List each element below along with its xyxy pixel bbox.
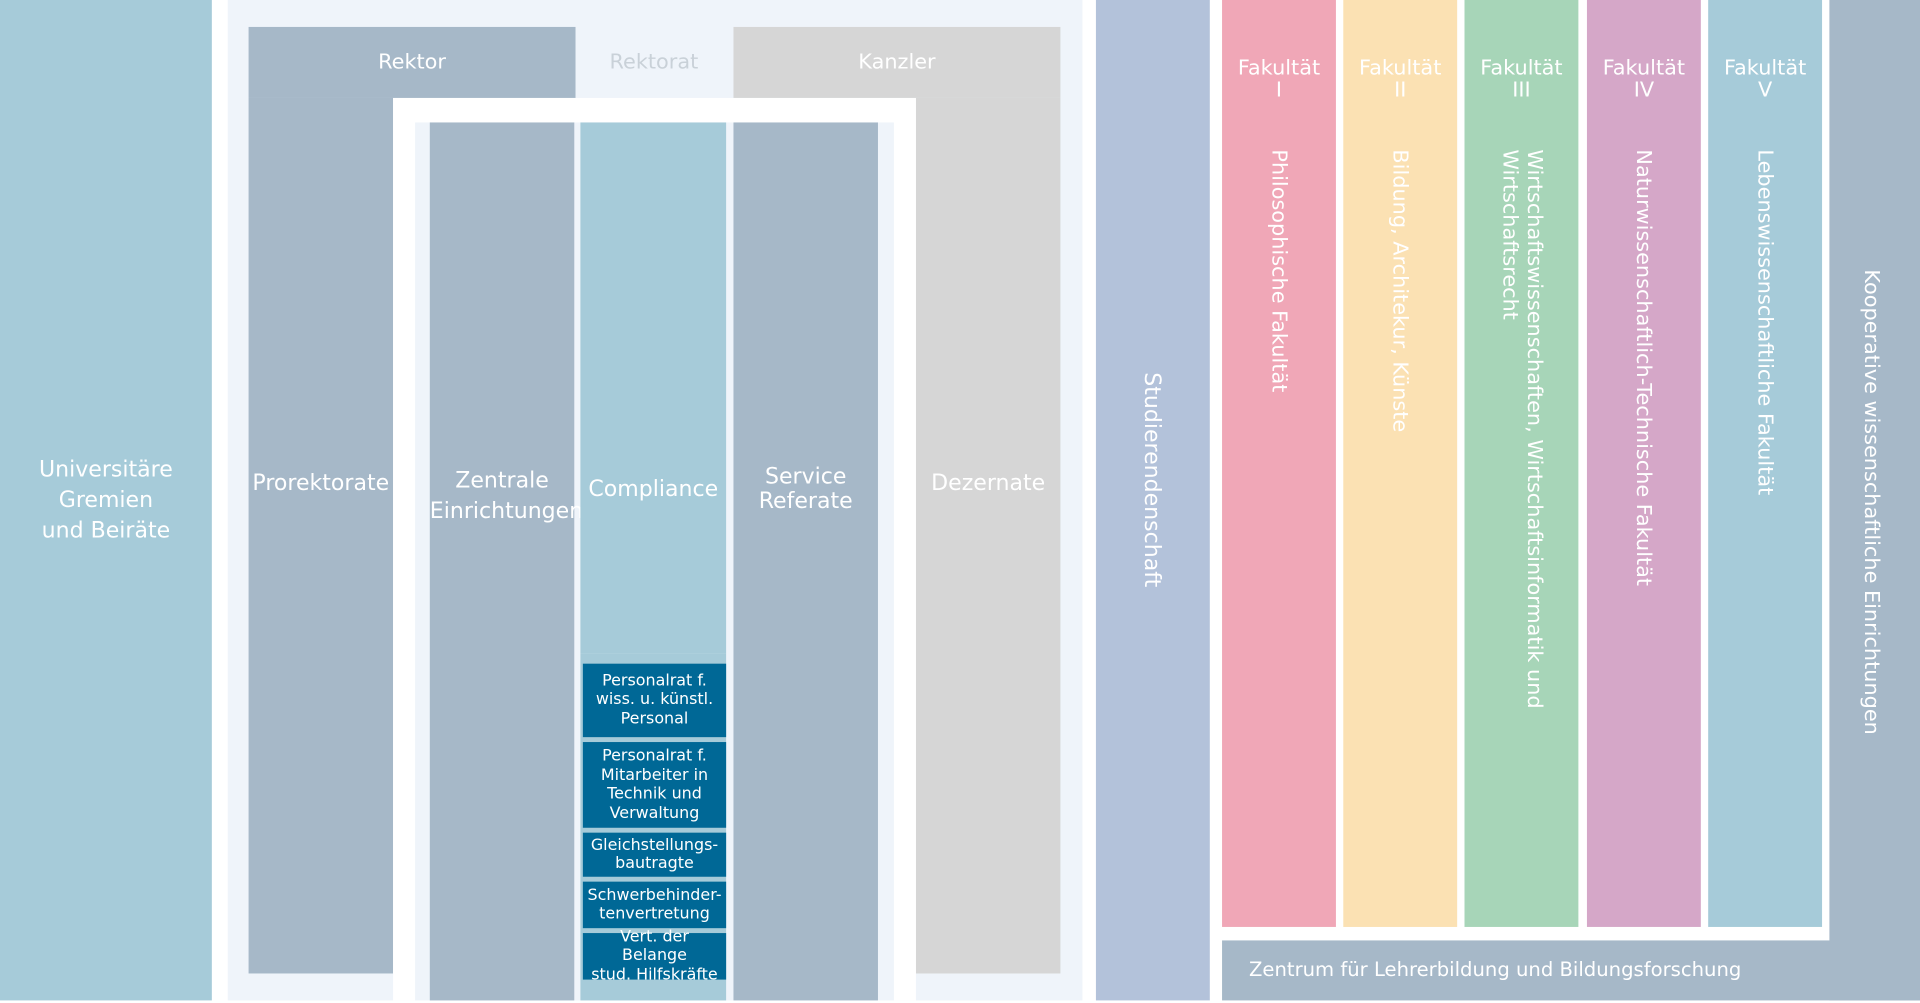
faculty-1-head: Fakultät I	[1237, 56, 1321, 103]
stack-item-hilfskraefte: Vert. der Belange stud. Hilfskräfte	[582, 928, 727, 984]
service-label: Service Referate	[758, 464, 853, 515]
faculty-5-name: Lebenswissenschaftliche Fakultät	[1752, 149, 1777, 496]
stack-item-personalrat-technik: Personalrat f. Mitarbeiter in Technik un…	[582, 742, 727, 828]
kooperative-label: Kooperative wissenschaftliche Einrichtun…	[1858, 269, 1884, 735]
faculty-2-name: Bildung, Architekur, Künste	[1387, 149, 1412, 433]
gremien-block: Universitäre Gremien und Beiräte	[0, 0, 212, 1001]
faculty-3-block	[1464, 0, 1579, 927]
faculty-4-name: Naturwissenschaftlich-Technische Fakultä…	[1631, 149, 1656, 587]
kanzler-label: Kanzler	[858, 50, 936, 75]
zentrum-label: Zentrum für Lehrerbildung und Bildungsfo…	[1248, 957, 1742, 981]
studierendenschaft-block	[1095, 0, 1210, 1001]
prorektorate-block	[248, 97, 394, 974]
faculty-4-head: Fakultät IV	[1602, 56, 1686, 103]
compliance-block	[580, 122, 727, 654]
studierendenschaft-label: Studierendenschaft	[1138, 372, 1165, 588]
faculty-1-block	[1222, 0, 1336, 927]
compliance-label: Compliance	[588, 476, 719, 503]
rektor-label: Rektor	[378, 50, 446, 75]
dezernate-label: Dezernate	[931, 470, 1046, 496]
faculty-3-head: Fakultät III	[1480, 56, 1563, 103]
faculty-4-block	[1586, 0, 1701, 927]
gremien-label: Universitäre Gremien und Beiräte	[39, 456, 173, 544]
stack-item-personalrat-wiss: Personalrat f. wiss. u. künstl. Personal	[582, 663, 727, 738]
faculty-3-name: Wirtschaftswissenschaften, Wirtschaftsin…	[1497, 149, 1547, 709]
faculty-1-name: Philosophische Fakultät	[1266, 149, 1291, 393]
faculty-5-head: Fakultät V	[1723, 56, 1807, 103]
rektor-bar	[248, 26, 576, 98]
stack-item-schwerbehinderten: Schwerbehinder- tenvertretung	[582, 881, 727, 929]
kanzler-bar	[733, 26, 1061, 98]
zentrale-block	[429, 122, 575, 1001]
prorektorate-label: Prorektorate	[252, 470, 390, 496]
rektorat-title: Rektorat	[609, 50, 699, 75]
faculty-2-block	[1343, 0, 1458, 927]
zentrum-block	[1222, 940, 1920, 1001]
kooperative-block	[1829, 0, 1920, 1001]
dezernate-block	[915, 97, 1061, 974]
service-block	[733, 122, 878, 1001]
faculty-5-block	[1708, 0, 1823, 927]
stack-item-gleichstellung: Gleichstellungs- bautragte	[582, 832, 727, 877]
zentrale-label: Zentrale Einrichtungen	[429, 467, 584, 525]
faculty-2-head: Fakultät II	[1359, 56, 1442, 103]
